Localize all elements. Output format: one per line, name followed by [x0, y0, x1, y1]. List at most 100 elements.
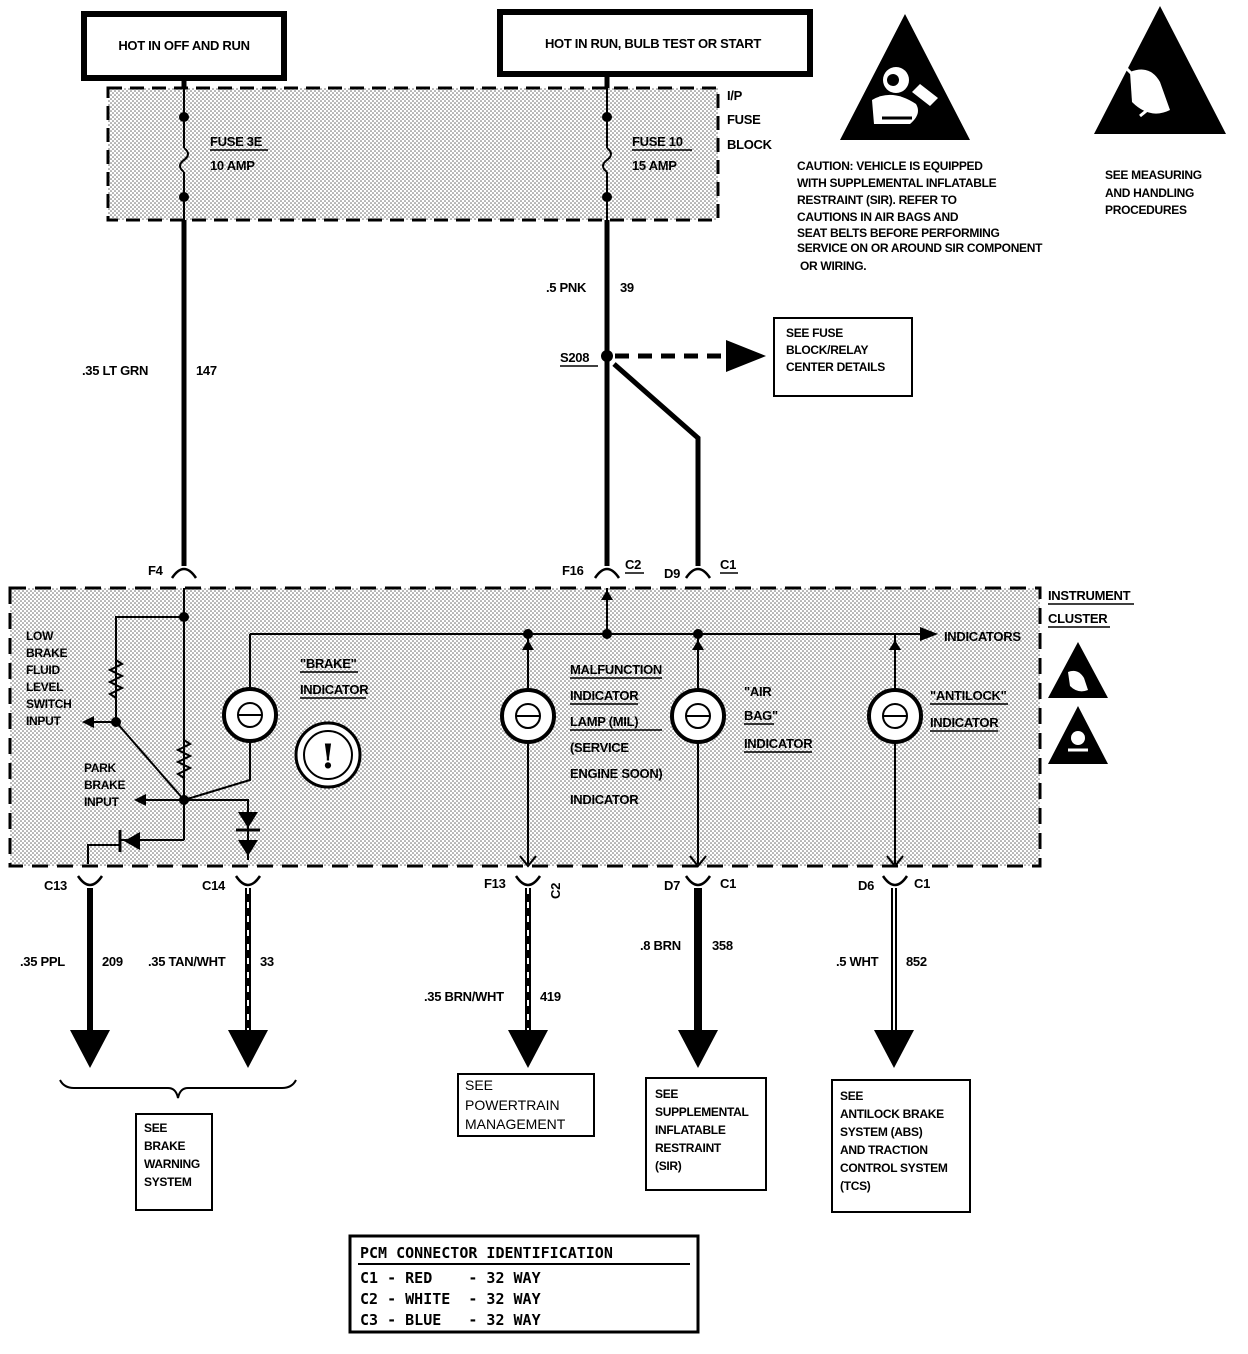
pcm-table-row-c1: C1 - RED - 32 WAY [360, 1269, 541, 1287]
esd-note-line-1: SEE MEASURING [1105, 168, 1202, 182]
mil-label-2: INDICATOR [570, 688, 639, 703]
esd-note: SEE MEASURING AND HANDLING PROCEDURES [1105, 168, 1202, 217]
pcm-table-row-c3: C3 - BLUE - 32 WAY [360, 1311, 541, 1329]
antilock-label-2: INDICATOR [930, 715, 999, 730]
ref-brake-line-4: SYSTEM [144, 1175, 192, 1189]
connector-f4-label: F4 [148, 563, 164, 578]
airbag-label-1: "AIR [744, 684, 772, 699]
ref-sir-line-3: INFLATABLE [655, 1123, 726, 1137]
connector-f16-conn: C2 [625, 557, 641, 572]
connector-d6-conn: C1 [914, 876, 930, 891]
park-brake-label-1: PARK [84, 761, 117, 775]
fuse-right-symbol [602, 147, 612, 173]
arrow-down-icon [70, 1030, 110, 1068]
wire-358: .8 BRN 358 [640, 888, 733, 1068]
pcm-table-row-c2: C2 - WHITE - 32 WAY [360, 1290, 541, 1308]
ref-abs-line-1: SEE [840, 1089, 863, 1103]
airbag-label-3: INDICATOR [744, 736, 813, 751]
sir-mini-icon [1048, 706, 1108, 764]
esd-hand-icon [1094, 6, 1226, 134]
low-brake-label-3: FLUID [26, 663, 60, 677]
low-brake-label-2: BRAKE [26, 646, 67, 660]
ref-powertrain-line-3: MANAGEMENT [465, 1116, 566, 1132]
fuse-right-name: FUSE 10 [632, 134, 683, 149]
fuse-left-symbol [179, 147, 189, 173]
ref-sir-line-1: SEE [655, 1087, 678, 1101]
diode-c14 [238, 812, 258, 828]
low-brake-label-6: INPUT [26, 714, 61, 728]
power-source-left-label: HOT IN OFF AND RUN [118, 38, 249, 53]
esd-mini-icon [1048, 642, 1108, 698]
power-source-right-label: HOT IN RUN, BULB TEST OR START [545, 36, 761, 51]
caution-text: CAUTION: VEHICLE IS EQUIPPED WITH SUPPLE… [797, 159, 1043, 273]
connector-f16-label: F16 [562, 563, 584, 578]
caution-line-3: RESTRAINT (SIR). REFER TO [797, 193, 957, 207]
splice-label: S208 [560, 350, 589, 365]
connector-f4: F4 [148, 563, 198, 579]
wire-419-gauge: .35 BRN/WHT [424, 989, 504, 1004]
fuse-left-rating: 10 AMP [210, 158, 255, 173]
connector-f13-conn: C2 [548, 883, 563, 899]
connector-c14: C14 [202, 875, 262, 893]
wire-209: .35 PPL 209 [20, 888, 123, 1068]
antilock-label-1: "ANTILOCK" [930, 688, 1007, 703]
resistor-low-brake [107, 659, 125, 699]
power-source-left: HOT IN OFF AND RUN [81, 11, 287, 81]
low-brake-label-5: SWITCH [26, 697, 72, 711]
connector-d7: D7 C1 [664, 875, 736, 893]
mil-label-6: INDICATOR [570, 792, 639, 807]
arrow-down-icon [874, 1030, 914, 1068]
low-brake-label-4: LEVEL [26, 680, 63, 694]
caution-line-4: CAUTIONS IN AIR BAGS AND [797, 210, 959, 224]
cluster-label-1: INSTRUMENT [1048, 588, 1131, 603]
mil-label-5: ENGINE SOON) [570, 766, 662, 781]
cluster-label-2: CLUSTER [1048, 611, 1108, 626]
brake-bulb-icon [222, 687, 278, 743]
connector-d6-label: D6 [858, 878, 874, 893]
connector-f13-label: F13 [484, 876, 506, 891]
wire-852: .5 WHT 852 [836, 888, 927, 1068]
fuse-details-line-3: CENTER DETAILS [786, 360, 885, 374]
wire-39-gauge: .5 PNK [546, 280, 587, 295]
fuse-block-label-3: BLOCK [727, 137, 773, 152]
ref-abs: SEE ANTILOCK BRAKE SYSTEM (ABS) AND TRAC… [831, 1079, 971, 1213]
brace-bracket [59, 1079, 297, 1099]
airbag-label-2: BAG" [744, 708, 778, 723]
fuse-block: I/P FUSE BLOCK FUSE 3E 10 AMP FUSE 10 15… [106, 86, 773, 222]
mil-bulb-icon [500, 688, 556, 744]
esd-note-line-3: PROCEDURES [1105, 203, 1187, 217]
pcm-connector-table: PCM CONNECTOR IDENTIFICATION C1 - RED - … [348, 1234, 700, 1334]
indicators-label: INDICATORS [944, 629, 1021, 644]
fuse-details-ref: SEE FUSE BLOCK/RELAY CENTER DETAILS [773, 317, 913, 397]
connector-c14-label: C14 [202, 878, 226, 893]
ref-brake-line-2: BRAKE [144, 1139, 185, 1153]
caution-line-2: WITH SUPPLEMENTAL INFLATABLE [797, 176, 997, 190]
ref-abs-line-2: ANTILOCK BRAKE [840, 1107, 944, 1121]
wire-419-circuit: 419 [540, 989, 561, 1004]
park-brake-label-2: BRAKE [84, 778, 125, 792]
svg-text:!: ! [321, 737, 336, 777]
park-brake-label-3: INPUT [84, 795, 119, 809]
wire-419: .35 BRN/WHT 419 [424, 888, 561, 1068]
fuse-block-label-1: I/P [727, 88, 743, 103]
pcm-table-title: PCM CONNECTOR IDENTIFICATION [360, 1244, 613, 1262]
connector-d9-label: D9 [664, 566, 680, 581]
ref-abs-line-4: AND TRACTION [840, 1143, 928, 1157]
ref-abs-line-5: CONTROL SYSTEM [840, 1161, 948, 1175]
wire-d9 [612, 362, 701, 566]
antilock-bulb-icon [867, 688, 923, 744]
ref-brake-line-3: WARNING [144, 1157, 200, 1171]
connector-d7-conn: C1 [720, 876, 736, 891]
diode-c13 [124, 832, 140, 850]
ref-powertrain-line-1: SEE [465, 1077, 493, 1093]
power-source-right: HOT IN RUN, BULB TEST OR START [497, 9, 813, 77]
ref-sir-line-5: (SIR) [655, 1159, 682, 1173]
wire-358-gauge: .8 BRN [640, 938, 681, 953]
wire-33: .35 TAN/WHT 33 [148, 888, 274, 1068]
airbag-bulb-icon [670, 688, 726, 744]
connector-d9-conn: C1 [720, 557, 736, 572]
splice-s208 [601, 350, 613, 362]
fuse-details-line-2: BLOCK/RELAY [786, 343, 869, 357]
resistor-park-brake [175, 739, 193, 779]
